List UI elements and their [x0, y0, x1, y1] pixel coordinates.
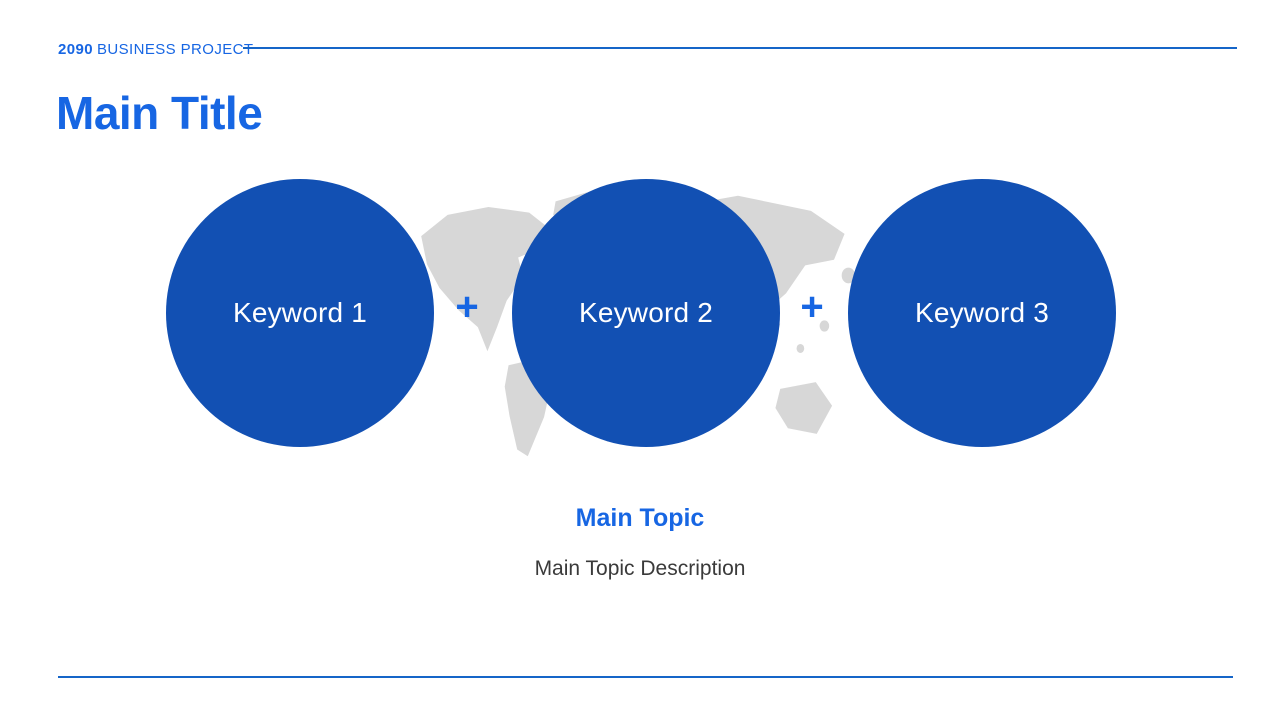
brand-name: BUSINESS PROJECT [96, 41, 254, 58]
brand-year: 2090 [58, 41, 93, 58]
keyword-circle-2-label: Keyword 2 [578, 297, 714, 328]
plus-icon: + [455, 285, 479, 329]
keyword-circle-1-label: Keyword 1 [232, 297, 368, 328]
keyword-circle-3: Keyword 3 [848, 179, 1116, 447]
slide-title: Main Title [56, 87, 263, 139]
keyword-circle-2: Keyword 2 [512, 179, 780, 447]
plus-icon: + [800, 285, 824, 329]
main-topic-heading: Main Topic [575, 504, 705, 532]
footer-rule [58, 676, 1233, 678]
main-topic-description: Main Topic Description [534, 557, 746, 580]
keyword-circle-1: Keyword 1 [166, 179, 434, 447]
keyword-circle-3-label: Keyword 3 [914, 297, 1050, 328]
header-rule [243, 47, 1237, 49]
